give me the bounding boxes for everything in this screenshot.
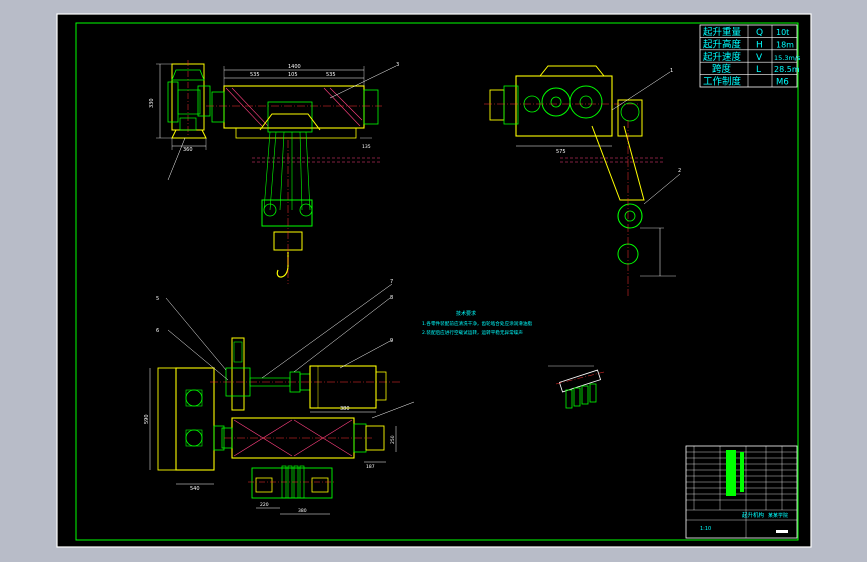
param-value-2: 15.3m/s [774,54,801,62]
dim-gearbox-offset: 575 [556,149,566,155]
param-value-0: 10t [776,28,789,37]
param-symbol-3: L [756,65,761,75]
dim-gearbox-base: 540 [190,486,200,492]
plan-view[interactable]: 540 590 380 5 6 7 8 9 [144,279,415,515]
param-value-3: 28.5m [774,65,800,74]
part-number-5: 5 [156,296,159,302]
title-scale: 1:10 [700,526,711,532]
drum-front-view[interactable]: 1400 535 105 535 135 3 [206,62,399,284]
part-number-3: 3 [396,62,399,68]
notes-title: 技术要求 [456,310,476,317]
param-label-3: 跨度 [712,63,732,75]
drawing-border [75,22,799,541]
param-label-2: 起升速度 [703,51,742,63]
dim-side-base: 360 [183,147,193,153]
part-number-6: 6 [156,328,159,334]
title-school: 某某学院 [768,512,788,519]
dim-drum-mid: 105 [288,72,298,78]
drawing-sheet [56,13,812,548]
param-label-1: 起升高度 [703,38,742,50]
title-block[interactable]: 起升机构 某某学院 1:10 [685,445,798,539]
dim-motor-width: 380 [340,406,350,412]
notes-line-2: 2.装配后应进行空载试运转，运转平稳无异常噪声 [422,329,523,336]
param-label-0: 起升重量 [703,26,742,38]
part-number-7: 7 [390,279,393,285]
dim-drum-total: 1400 [288,64,301,70]
title-drawing: 起升机构 [742,511,765,519]
part-number-9: 9 [390,338,393,344]
param-symbol-2: V [756,53,763,63]
param-value-1: 18m [776,40,794,49]
param-value-4: M6 [776,78,789,88]
detail-pulley-group[interactable] [548,365,605,409]
params-table: 起升重量 Q 10t 起升高度 H 18m 起升速度 V 15.3m/s 跨度 … [699,24,801,88]
reducer-view[interactable]: 575 1 2 [484,65,681,296]
side-view[interactable]: 330 360 [149,60,211,181]
dim-drum-left: 535 [250,72,260,78]
dim-drum-right: 535 [326,72,336,78]
dim-gearbox-height: 590 [144,414,150,424]
dim-side-height: 330 [149,98,155,108]
part-number-8: 8 [390,295,393,301]
param-label-4: 工作制度 [703,76,742,88]
tech-notes: 技术要求 1.各零件装配前应清洗干净，齿轮啮合处应涂润滑油脂 2.装配后应进行空… [422,310,532,336]
param-symbol-0: Q [756,28,763,38]
dim-bottom-right: 380 [298,508,307,514]
dim-drum-height: 250 [390,435,396,444]
dim-bottom-left: 220 [260,502,269,508]
param-symbol-1: H [756,40,763,50]
dim-drum-bracket: 135 [362,144,371,150]
notes-line-1: 1.各零件装配前应清洗干净，齿轮啮合处应涂润滑油脂 [422,320,532,327]
part-number-2: 2 [678,168,681,174]
part-number-1: 1 [670,68,673,74]
dim-coupling: 187 [366,464,375,470]
